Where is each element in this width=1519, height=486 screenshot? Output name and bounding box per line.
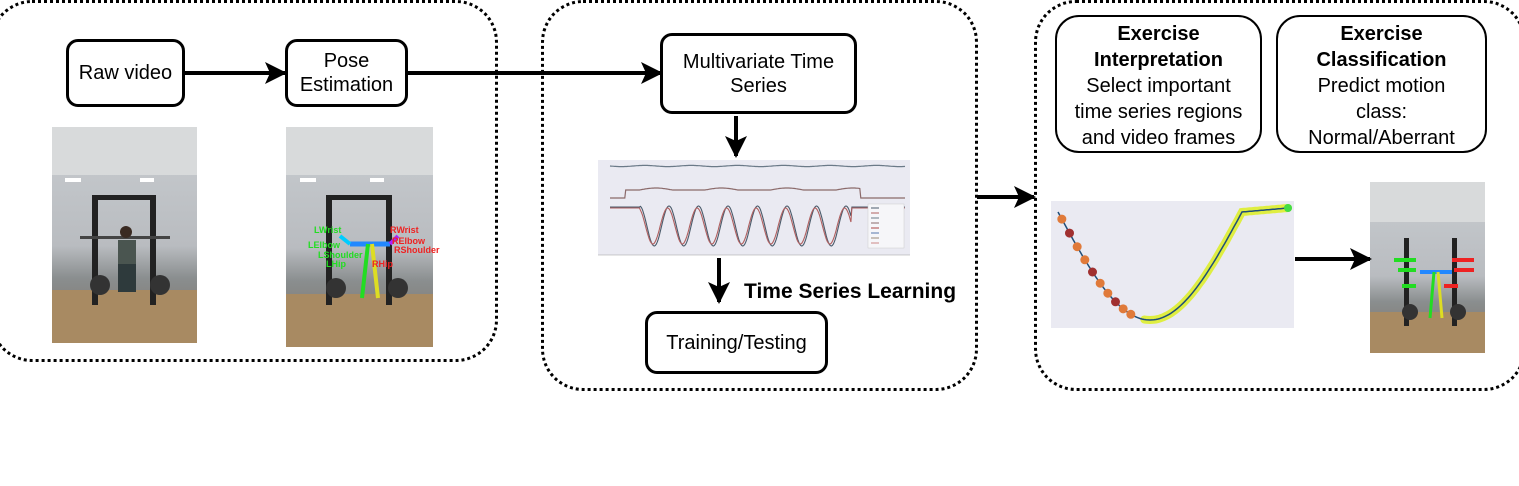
pose-label-rshoulder: RShoulder <box>394 245 440 255</box>
mts-label-1: Multivariate Time <box>682 50 835 73</box>
pose-label-lhip: LHip <box>326 259 346 269</box>
pose-label-relbow: RElbow <box>392 236 426 246</box>
class-body-2: class: <box>1355 101 1408 123</box>
interpretation-point <box>1072 242 1082 252</box>
interpretation-plot-image <box>1051 201 1294 328</box>
training-testing-label: Training/Testing <box>666 331 807 354</box>
raw-video-label: Raw video <box>78 62 173 84</box>
class-title-2: Classification <box>1316 49 1447 71</box>
pose-estimation-frame-image: LWrist LElbow LShoulder LHip RWrist RElb… <box>286 127 440 347</box>
raw-video-node: Raw video <box>66 39 185 107</box>
interp-body-3: and video frames <box>1081 127 1236 149</box>
multivariate-time-series-node: Multivariate Time Series <box>660 33 857 114</box>
pose-label-rwrist: RWrist <box>390 225 419 235</box>
interp-title-1: Exercise <box>1117 23 1200 45</box>
training-testing-node: Training/Testing <box>645 311 828 374</box>
interpretation-point <box>1080 255 1090 265</box>
time-series-group <box>541 0 978 391</box>
pose-label-lshoulder: LShoulder <box>318 250 363 260</box>
exercise-classification-node: Exercise Classification Predict motion c… <box>1276 15 1487 153</box>
interpretation-point <box>1095 278 1105 288</box>
interp-body-1: Select important <box>1086 75 1231 97</box>
classified-frame-image <box>1370 182 1485 353</box>
video-processing-group <box>0 0 498 362</box>
interp-title-2: Interpretation <box>1094 49 1223 71</box>
time-series-plot-image <box>568 155 920 265</box>
class-body-1: Predict motion <box>1317 75 1446 97</box>
pose-label-lwrist: LWrist <box>314 225 341 235</box>
pose-estimation-label-2: Estimation <box>299 74 394 96</box>
pose-label-rhip: RHip <box>372 259 393 269</box>
mts-label-2: Series <box>730 74 787 97</box>
interpretation-point <box>1284 204 1292 212</box>
raw-video-frame-image <box>52 127 197 343</box>
interpretation-point <box>1111 297 1120 307</box>
class-title-1: Exercise <box>1340 23 1423 45</box>
interp-body-2: time series regions <box>1074 101 1243 123</box>
interpretation-point <box>1118 304 1128 314</box>
pose-estimation-node: Pose Estimation <box>285 39 408 107</box>
pose-estimation-label-1: Pose <box>323 50 370 72</box>
interpretation-point <box>1103 288 1113 298</box>
interpretation-point <box>1065 228 1074 238</box>
interpretation-point <box>1126 309 1136 319</box>
exercise-interpretation-node: Exercise Interpretation Select important… <box>1055 15 1262 153</box>
pose-label-lelbow: LElbow <box>308 240 341 250</box>
class-body-3: Normal/Aberrant <box>1308 127 1455 149</box>
interpretation-point <box>1088 267 1097 277</box>
interpretation-point <box>1057 214 1067 224</box>
time-series-learning-label: Time Series Learning <box>744 280 957 303</box>
